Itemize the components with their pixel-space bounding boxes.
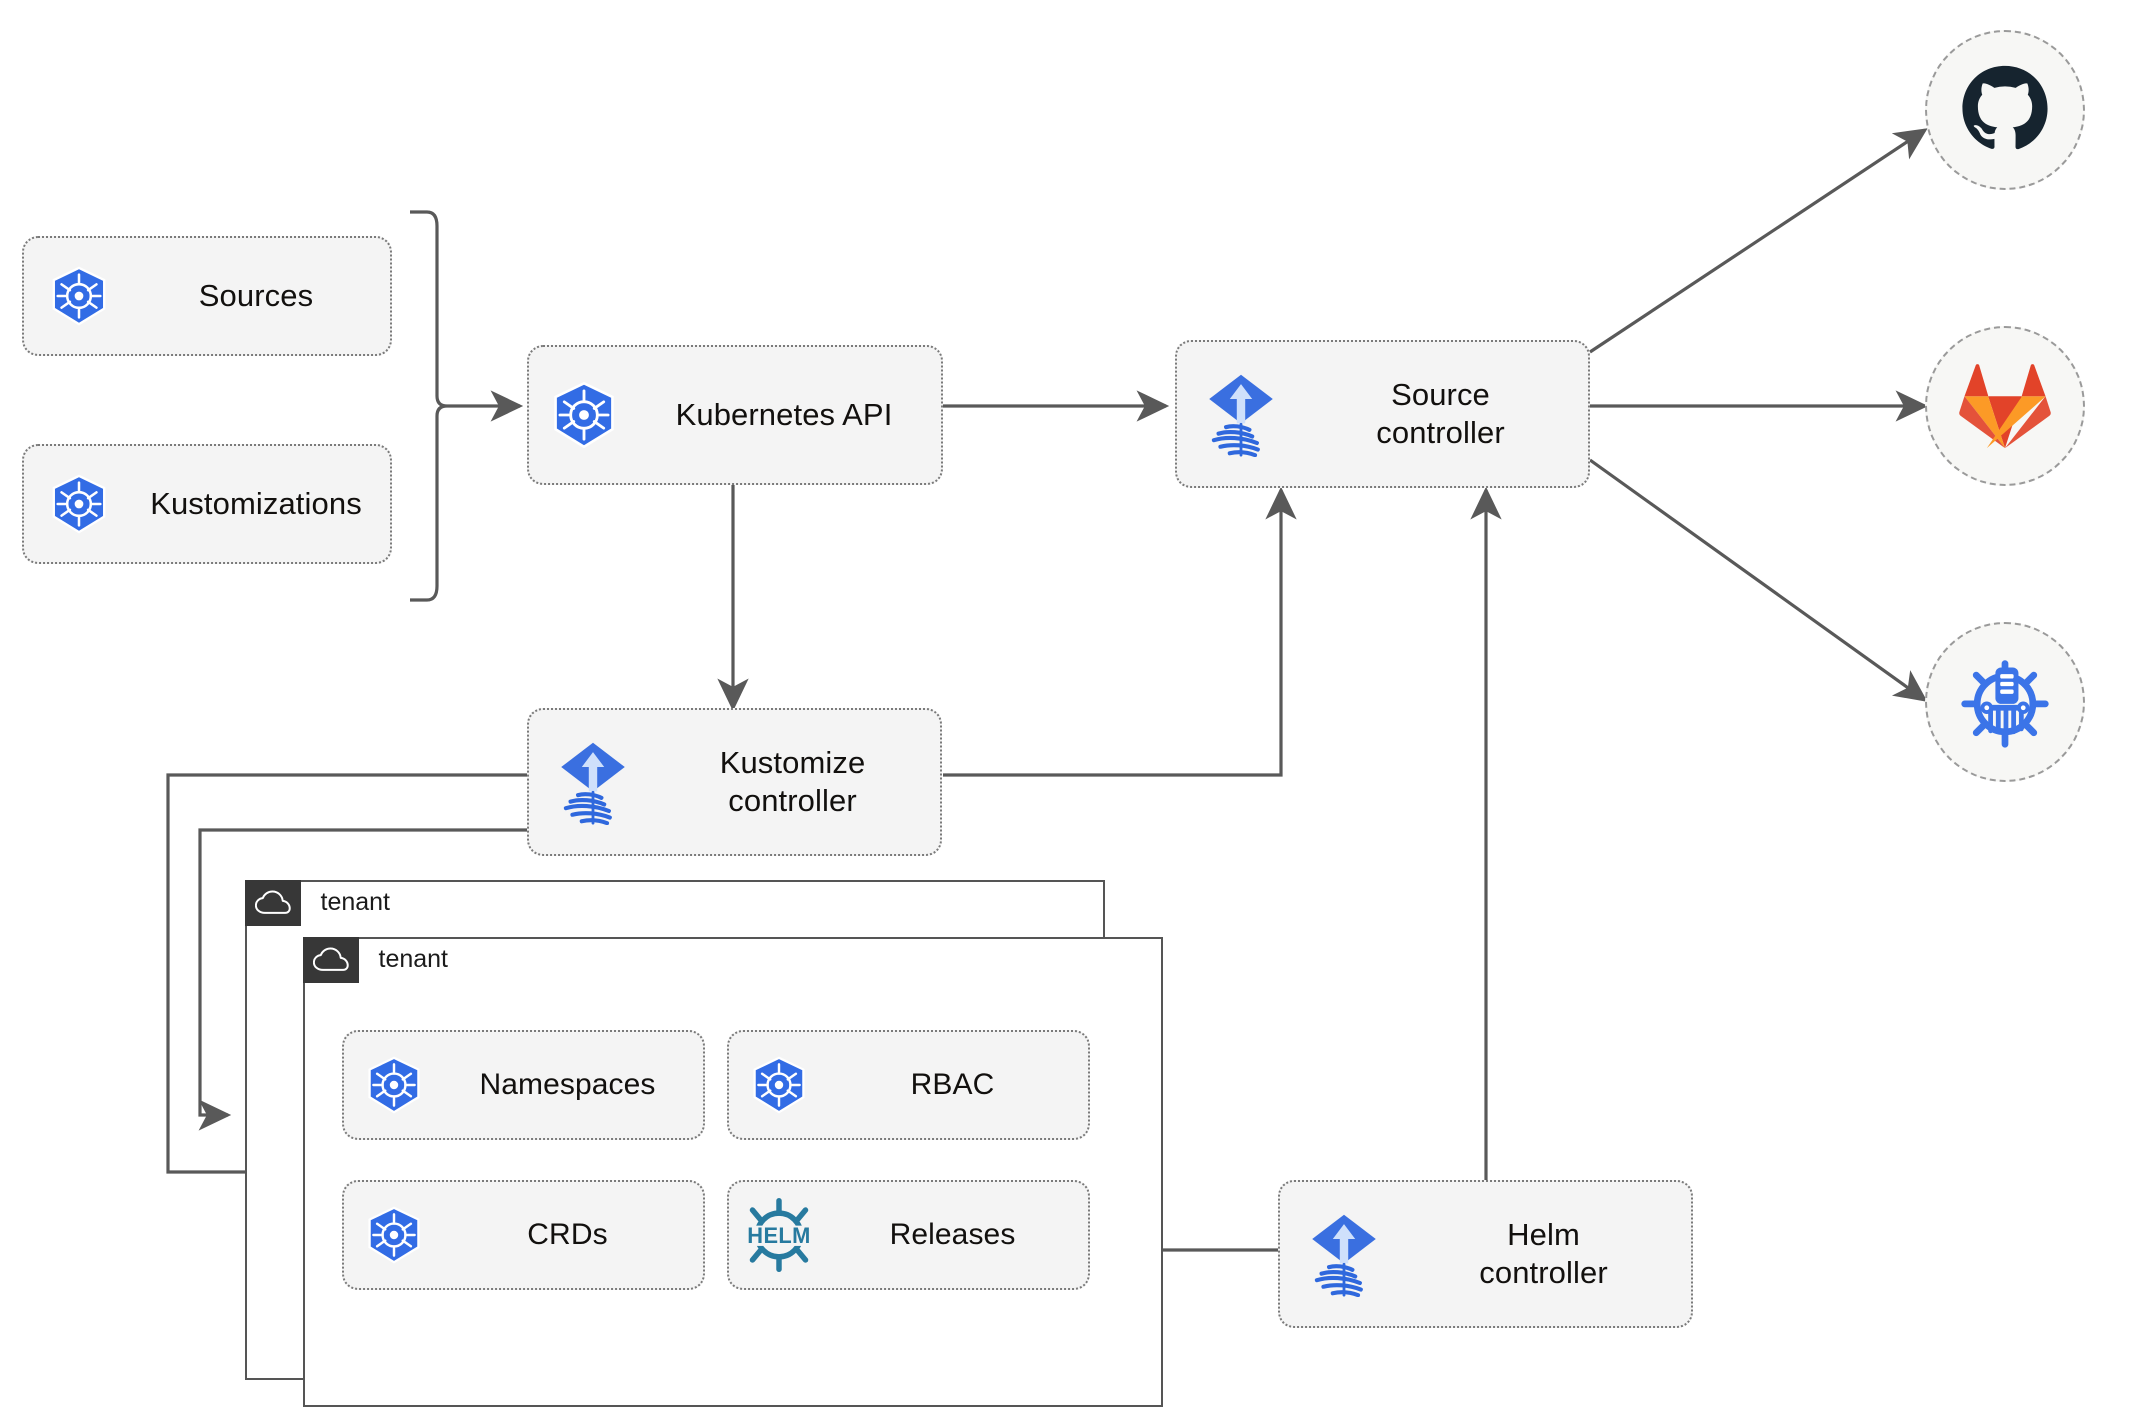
gitlab-icon: [1959, 364, 2051, 449]
kubernetes-icon: [24, 473, 134, 535]
node-helm-controller[interactable]: Helm controller: [1278, 1180, 1693, 1328]
kubernetes-icon: [344, 1205, 444, 1265]
endpoint-gitlab[interactable]: [1925, 326, 2085, 486]
flux-icon: [529, 739, 657, 825]
resource-releases[interactable]: HELM Releases: [727, 1180, 1090, 1290]
endpoint-github[interactable]: [1925, 30, 2085, 190]
cloud-icon: [302, 936, 359, 983]
tenant-header: tenant: [244, 879, 391, 926]
kubernetes-icon: [729, 1055, 829, 1115]
node-label: Kustomizations: [150, 486, 362, 522]
github-icon: [1962, 65, 2048, 150]
node-sources[interactable]: Sources: [22, 236, 392, 356]
node-label: Helm controller: [1479, 1217, 1608, 1290]
node-kustomizations[interactable]: Kustomizations: [22, 444, 392, 564]
tenant-header: tenant: [302, 936, 449, 983]
helm-icon: HELM: [729, 1196, 829, 1274]
node-label: Source controller: [1376, 377, 1505, 450]
tenant-box-inner[interactable]: tenant: [302, 936, 1163, 1407]
node-label: Kubernetes API: [675, 397, 893, 433]
flux-icon: [1280, 1211, 1408, 1297]
node-kubernetes-api[interactable]: Kubernetes API: [527, 345, 943, 485]
resource-namespaces[interactable]: Namespaces: [342, 1030, 705, 1140]
resource-rbac[interactable]: RBAC: [727, 1030, 1090, 1140]
resource-label: Namespaces: [479, 1067, 656, 1101]
kubernetes-icon: [529, 380, 639, 450]
node-source-controller[interactable]: Source controller: [1175, 340, 1590, 488]
node-label: Kustomize controller: [719, 745, 866, 818]
endpoint-helm-repository[interactable]: [1925, 622, 2085, 782]
resource-label: RBAC: [910, 1067, 995, 1101]
svg-text:HELM: HELM: [747, 1223, 810, 1248]
resource-label: CRDs: [527, 1217, 608, 1251]
tenant-title: tenant: [378, 945, 449, 973]
flux-icon: [1177, 371, 1305, 457]
kubernetes-icon: [344, 1055, 444, 1115]
node-kustomize-controller[interactable]: Kustomize controller: [527, 708, 942, 856]
resource-label: Releases: [889, 1217, 1016, 1251]
kubernetes-icon: [24, 265, 134, 327]
node-label: Sources: [198, 278, 314, 314]
resource-crds[interactable]: CRDs: [342, 1180, 705, 1290]
cloud-icon: [244, 879, 301, 926]
helm-repository-icon: [1961, 660, 2049, 748]
tenant-title: tenant: [320, 888, 391, 916]
